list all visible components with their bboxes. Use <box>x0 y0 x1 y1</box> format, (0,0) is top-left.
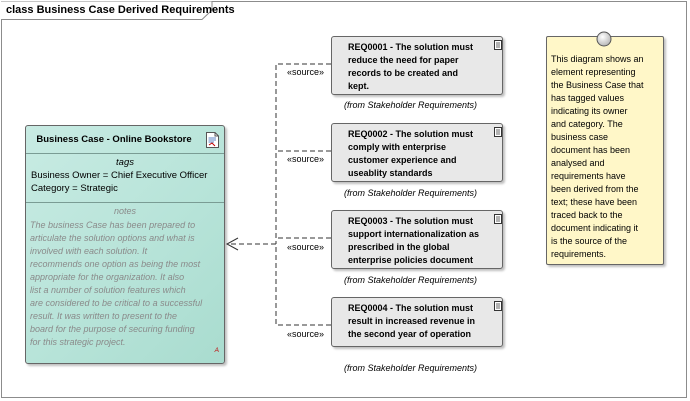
requirement-line: result in increased revenue in <box>348 316 476 326</box>
requirement-line: comply with enterprise <box>348 142 447 152</box>
note-line: This diagram shows an <box>551 54 644 64</box>
notes-line: appropriate for the organization. It als… <box>30 272 185 282</box>
stereotype-label: «source» <box>287 67 325 77</box>
stereotype-label: «source» <box>287 329 325 339</box>
note-line: traced back to the <box>551 210 623 220</box>
note-line: business case <box>551 132 609 142</box>
requirement-text: REQ0003 - The solution must support inte… <box>348 215 493 267</box>
requirement-req0001[interactable]: REQ0001 - The solution must reduce the n… <box>331 36 503 95</box>
note-line: is the source of the <box>551 236 628 246</box>
requirement-req0003[interactable]: REQ0003 - The solution must support inte… <box>331 210 503 269</box>
arrow-head <box>225 237 239 251</box>
notes-line: are considered to be critical to a succe… <box>30 298 203 308</box>
note-line: text; these have been <box>551 197 638 207</box>
requirement-line: kept. <box>348 81 370 91</box>
requirement-text: REQ0004 - The solution must result in in… <box>348 302 493 341</box>
stereotype-label: «source» <box>287 242 325 252</box>
pin-icon <box>596 31 612 47</box>
note-line: has tagged values <box>551 93 625 103</box>
requirement-line: REQ0003 - The solution must <box>348 216 474 226</box>
notes-line: The business Case has been prepared to <box>30 220 196 230</box>
notes-line: involved with each solution. It <box>30 246 148 256</box>
requirement-text: REQ0002 - The solution must comply with … <box>348 128 493 180</box>
note-line: analysed and <box>551 158 605 168</box>
trace-line-req4 <box>275 244 331 326</box>
notes-line: articulate the solution options and what… <box>30 233 195 243</box>
requirement-line: enterprise policies document <box>348 255 474 265</box>
note-line: requirements have <box>551 171 626 181</box>
compartment-divider <box>26 202 224 203</box>
requirement-line: support internationalization as <box>348 229 480 239</box>
requirement-line: the second year of operation <box>348 329 472 339</box>
notes-line: board for the purpose of securing fundin… <box>30 324 195 334</box>
requirement-line: REQ0004 - The solution must <box>348 303 474 313</box>
tag-category: Category = Strategic <box>31 183 118 194</box>
business-case-title: Business Case - Online Bookstore <box>36 134 192 145</box>
requirement-line: reduce the need for paper <box>348 55 459 65</box>
frame-title: class Business Case Derived Requirements <box>6 4 235 16</box>
requirement-line: records to be created and <box>348 68 459 78</box>
requirement-source-label: (from Stakeholder Requirements) <box>344 100 478 110</box>
tag-business-owner: Business Owner = Chief Executive Officer <box>31 170 208 181</box>
document-icon <box>206 132 219 148</box>
note-line: document has been <box>551 145 631 155</box>
notes-line: for this strategic project. <box>30 337 126 347</box>
requirement-icon <box>494 40 502 50</box>
requirement-source-label: (from Stakeholder Requirements) <box>344 188 478 198</box>
note-text: This diagram shows an element representi… <box>551 53 663 261</box>
note-line: the Business Case that <box>551 80 644 90</box>
note-line: indicating its owner <box>551 106 628 116</box>
requirement-icon <box>494 127 502 137</box>
note-line: document indicating it <box>551 223 639 233</box>
abstract-marker: A <box>214 347 219 354</box>
notes-line: recommends one option as being the most <box>30 259 201 269</box>
requirement-line: REQ0001 - The solution must <box>348 42 474 52</box>
notes-line: list a number of solution features which <box>30 285 186 295</box>
requirement-req0004[interactable]: REQ0004 - The solution must result in in… <box>331 297 503 347</box>
requirement-line: REQ0002 - The solution must <box>348 129 474 139</box>
requirement-source-label: (from Stakeholder Requirements) <box>344 275 478 285</box>
notes-header: notes <box>113 206 137 216</box>
tags-header: tags <box>116 157 134 168</box>
trace-line-req1 <box>275 63 331 244</box>
frame-tab-outline <box>1 1 213 20</box>
note-line: and category. The <box>551 119 623 129</box>
note-line: been derived from the <box>551 184 639 194</box>
requirement-line: customer experience and <box>348 155 457 165</box>
requirement-line: prescribed in the global <box>348 242 450 252</box>
note-line: element representing <box>551 67 636 77</box>
requirement-source-label: (from Stakeholder Requirements) <box>344 363 478 373</box>
note-line: requirements. <box>551 249 607 259</box>
notes-text: The business Case has been prepared to a… <box>30 219 226 349</box>
requirement-req0002[interactable]: REQ0002 - The solution must comply with … <box>331 123 503 182</box>
requirement-line: useablity standards <box>348 168 433 178</box>
compartment-divider <box>26 153 224 154</box>
diagram-note[interactable]: This diagram shows an element representi… <box>546 36 664 265</box>
business-case-element[interactable]: Business Case - Online Bookstore tags Bu… <box>25 125 225 364</box>
requirement-icon <box>494 301 502 311</box>
requirement-text: REQ0001 - The solution must reduce the n… <box>348 41 493 93</box>
stereotype-label: «source» <box>287 154 325 164</box>
requirement-icon <box>494 214 502 224</box>
notes-line: result. It was written to present to the <box>30 311 178 321</box>
